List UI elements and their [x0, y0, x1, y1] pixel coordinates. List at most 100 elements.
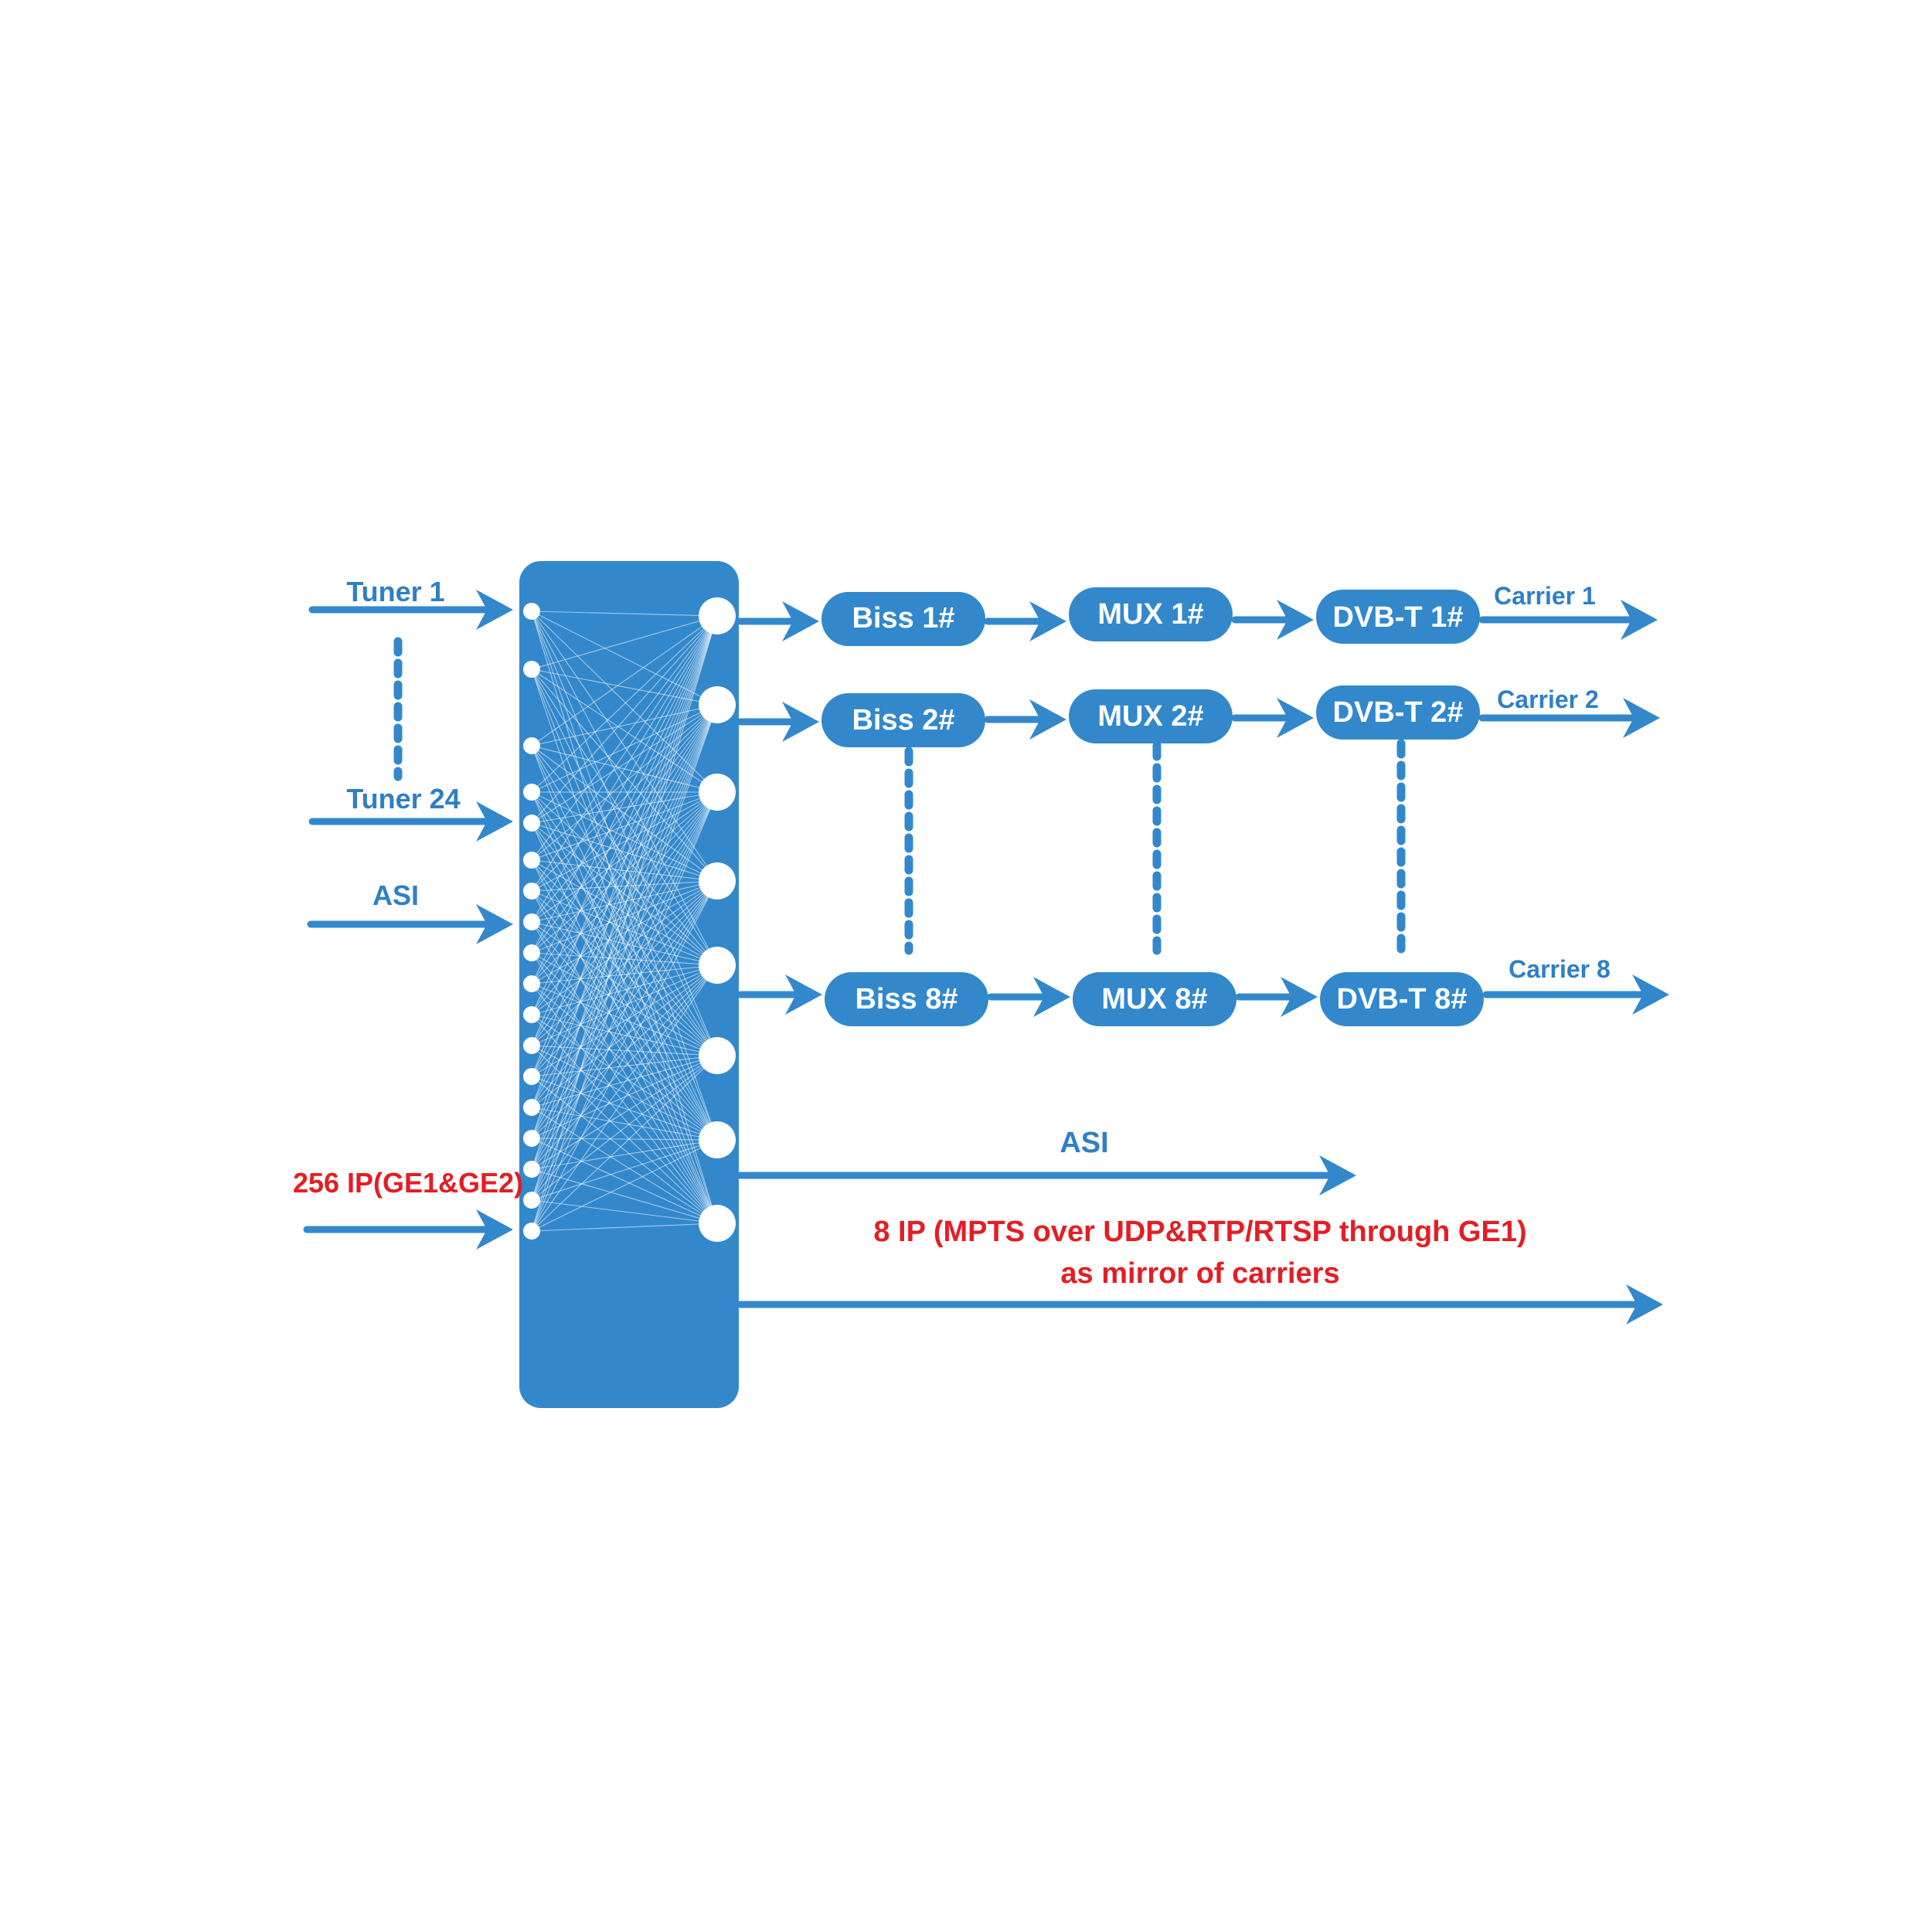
matrix-connection-line: [531, 1107, 718, 1141]
matrix-output-port: [699, 1037, 736, 1074]
carrier-1-label: Carrier 1: [1494, 582, 1596, 610]
matrix-connection-line: [531, 791, 718, 923]
routing-matrix-block: [519, 561, 739, 1408]
mux-8-label: MUX 8#: [1101, 983, 1207, 1015]
matrix-connection-line: [531, 791, 718, 1046]
matrix-connection-line: [531, 880, 718, 1232]
matrix-connection-line: [531, 890, 718, 1224]
matrix-connection-line: [531, 1223, 718, 1232]
chain-row-2: Biss 2# MUX 2# DVB-T 2# Carrier 2: [821, 685, 1599, 747]
matrix-connection-line: [531, 791, 718, 966]
dvbt-8-label: DVB-T 8#: [1337, 983, 1468, 1015]
matrix-connection-line: [531, 880, 718, 1046]
matrix-connection-line: [531, 921, 718, 1224]
matrix-connection-line: [531, 880, 718, 1201]
matrix-input-port: [523, 815, 540, 832]
biss-8-to-mux-8-arrow-head: [1033, 977, 1070, 1017]
matrix-connection-line: [531, 615, 718, 747]
matrix-connection-line: [531, 668, 718, 882]
matrix-input-port: [523, 603, 540, 620]
matrix-input-port: [523, 1192, 540, 1209]
matrix-connection-line: [531, 791, 718, 824]
matrix-input-port: [523, 1161, 540, 1178]
matrix-connection-line: [531, 921, 718, 1141]
matrix-connection-line: [531, 704, 718, 861]
biss-8-label: Biss 8#: [855, 983, 957, 1015]
matrix-connection-line: [531, 880, 718, 1108]
dvbt-2-box: [1316, 685, 1480, 740]
matrix-connection-line: [531, 1107, 718, 1224]
matrix-connection-line: [531, 964, 718, 985]
matrix-connection-line: [531, 704, 718, 923]
matrix-input-port: [523, 944, 540, 961]
matrix-connection-line: [531, 1014, 718, 1141]
dashed-continuation-lines: [393, 637, 1406, 955]
matrix-connection-line: [531, 791, 718, 1015]
matrix-connection-line: [531, 1055, 718, 1232]
matrix-input-port: [523, 1099, 540, 1116]
matrix-connection-line: [531, 791, 718, 1232]
matrix-connection-line: [531, 964, 718, 1170]
matrix-connection-line: [531, 890, 718, 1056]
matrix-connection-line: [531, 704, 718, 1170]
dvbt-1-label: DVB-T 1#: [1333, 601, 1464, 634]
carrier-2-arrow-head: [1623, 698, 1660, 738]
matrix-connection-line: [531, 880, 718, 1170]
matrix-to-biss-1-arrow-head: [782, 601, 819, 641]
chain-arrows: [736, 600, 1669, 1325]
matrix-connection-line: [531, 880, 718, 1015]
matrix-connection-line: [531, 880, 718, 892]
matrix-input-port: [523, 1223, 540, 1240]
matrix-input-port: [523, 784, 540, 801]
matrix-connection-line: [531, 880, 718, 1077]
matrix-connection-line: [531, 859, 718, 1141]
matrix-connection-line: [531, 890, 718, 1141]
matrix-connection-line: [531, 1199, 718, 1224]
chain-row-8: Biss 8# MUX 8# DVB-T 8# Carrier 8: [825, 955, 1611, 1026]
matrix-connection-line: [531, 822, 718, 966]
matrix-connection-line: [531, 822, 718, 1056]
matrix-connection-line: [531, 704, 718, 747]
ip-output-label-line2: as mirror of carriers: [1060, 1257, 1339, 1290]
ip-input-label: 256 IP(GE1&GE2): [293, 1167, 523, 1199]
mux-1-box: [1069, 587, 1233, 641]
matrix-connection-line: [531, 611, 718, 617]
asi-input-label: ASI: [372, 879, 419, 911]
carrier-8-label: Carrier 8: [1509, 955, 1611, 983]
matrix-connection-line: [531, 1076, 718, 1141]
matrix-connection-line: [531, 791, 718, 861]
matrix-output-port: [699, 774, 736, 811]
matrix-connection-line: [531, 611, 718, 882]
mux-2-to-dvbt-2-arrow-head: [1277, 698, 1314, 738]
biss-2-label: Biss 2#: [852, 704, 954, 736]
matrix-connection-line: [531, 880, 718, 1139]
matrix-output-port: [699, 597, 736, 634]
matrix-connection-line: [531, 615, 718, 1046]
matrix-connection-line: [531, 615, 718, 985]
matrix-connection-line: [531, 791, 718, 1077]
matrix-connection-line: [531, 611, 718, 706]
tuner-24-arrow-head: [476, 801, 513, 842]
matrix-connection-line: [531, 1055, 718, 1201]
matrix-connection-line: [531, 615, 718, 1139]
dvbt-1-box: [1316, 590, 1480, 644]
matrix-connection-line: [531, 791, 718, 1108]
matrix-connection-line: [531, 615, 718, 1077]
matrix-connection-line: [531, 952, 718, 1056]
ip-input-arrow-head: [476, 1209, 513, 1250]
asi-output-arrow-head: [1319, 1155, 1356, 1196]
matrix-connection-line: [531, 668, 718, 1141]
matrix-input-port: [523, 852, 540, 869]
matrix-connection-line: [531, 1055, 718, 1139]
matrix-connection-line: [531, 1045, 718, 1141]
matrix-connection-line: [531, 1139, 718, 1201]
matrix-connection-line: [531, 1055, 718, 1077]
matrix-connection-line: [531, 704, 718, 1046]
matrix-connection-line: [531, 1045, 718, 1056]
matrix-connection-line: [531, 704, 718, 1077]
matrix-connection-line: [531, 615, 718, 1201]
matrix-connection-line: [531, 859, 718, 966]
matrix-input-port: [523, 1130, 540, 1147]
matrix-connection-line: [531, 1055, 718, 1108]
